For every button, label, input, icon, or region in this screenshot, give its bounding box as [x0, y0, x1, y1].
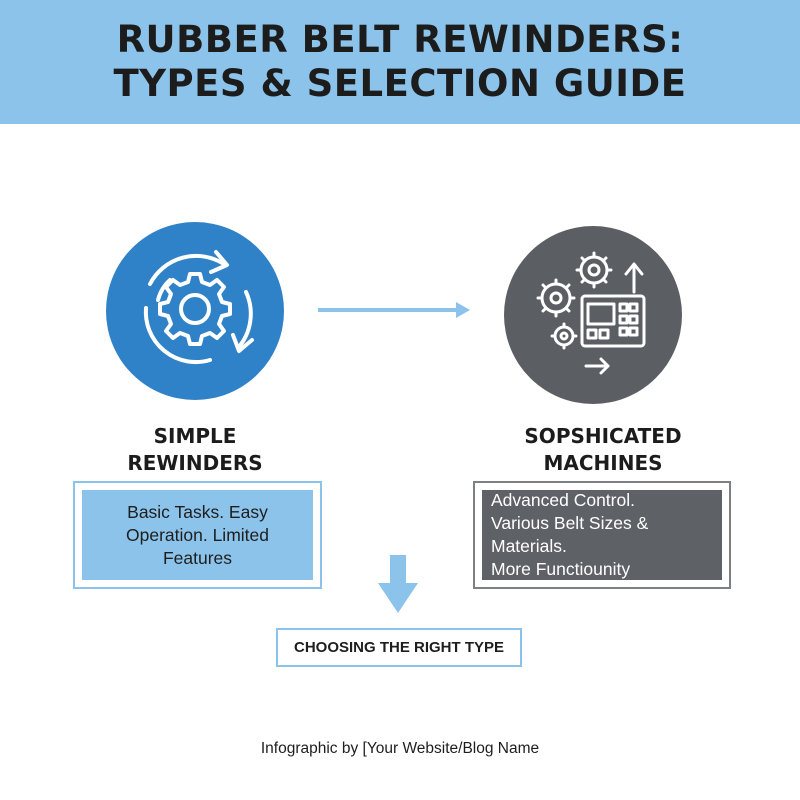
gears-control-panel-icon: [536, 251, 646, 375]
title-line-1: RUBBER BELT REWINDERS:: [116, 18, 684, 61]
right-arrow-icon: [318, 302, 470, 318]
sophisticated-machine-icon-circle: [504, 226, 682, 404]
title-line-2: TYPES & SELECTION GUIDE: [113, 62, 687, 105]
sophisticated-machines-description: Advanced Control. Various Belt Sizes & M…: [491, 490, 649, 579]
choosing-right-type-label: CHOOSING THE RIGHT TYPE: [276, 628, 522, 667]
simple-rewinders-title-line-2: REWINDERS: [127, 451, 263, 475]
simple-rewinders-description-box: Basic Tasks. Easy Operation. Limited Fea…: [73, 481, 322, 589]
simple-rewinders-title: SIMPLE REWINDERS: [90, 423, 300, 477]
down-arrow-icon: [378, 555, 418, 613]
simple-rewinders-title-line-1: SIMPLE: [153, 424, 237, 448]
sophisticated-machines-description-box: Advanced Control. Various Belt Sizes & M…: [473, 481, 731, 589]
footer-credit: Infographic by [Your Website/Blog Name: [260, 740, 540, 757]
simple-rewinder-icon-circle: [106, 222, 284, 400]
sophisticated-machines-title-line-2: MACHINES: [543, 451, 663, 475]
simple-rewinders-description: Basic Tasks. Easy Operation. Limited Fea…: [126, 501, 269, 568]
title-banner: RUBBER BELT REWINDERS: TYPES & SELECTION…: [0, 0, 800, 124]
sophisticated-machines-title-line-1: SOPSHICATED: [524, 424, 682, 448]
sophisticated-machines-title: SOPSHICATED MACHINES: [478, 423, 728, 477]
rotating-gear-icon: [143, 250, 254, 364]
